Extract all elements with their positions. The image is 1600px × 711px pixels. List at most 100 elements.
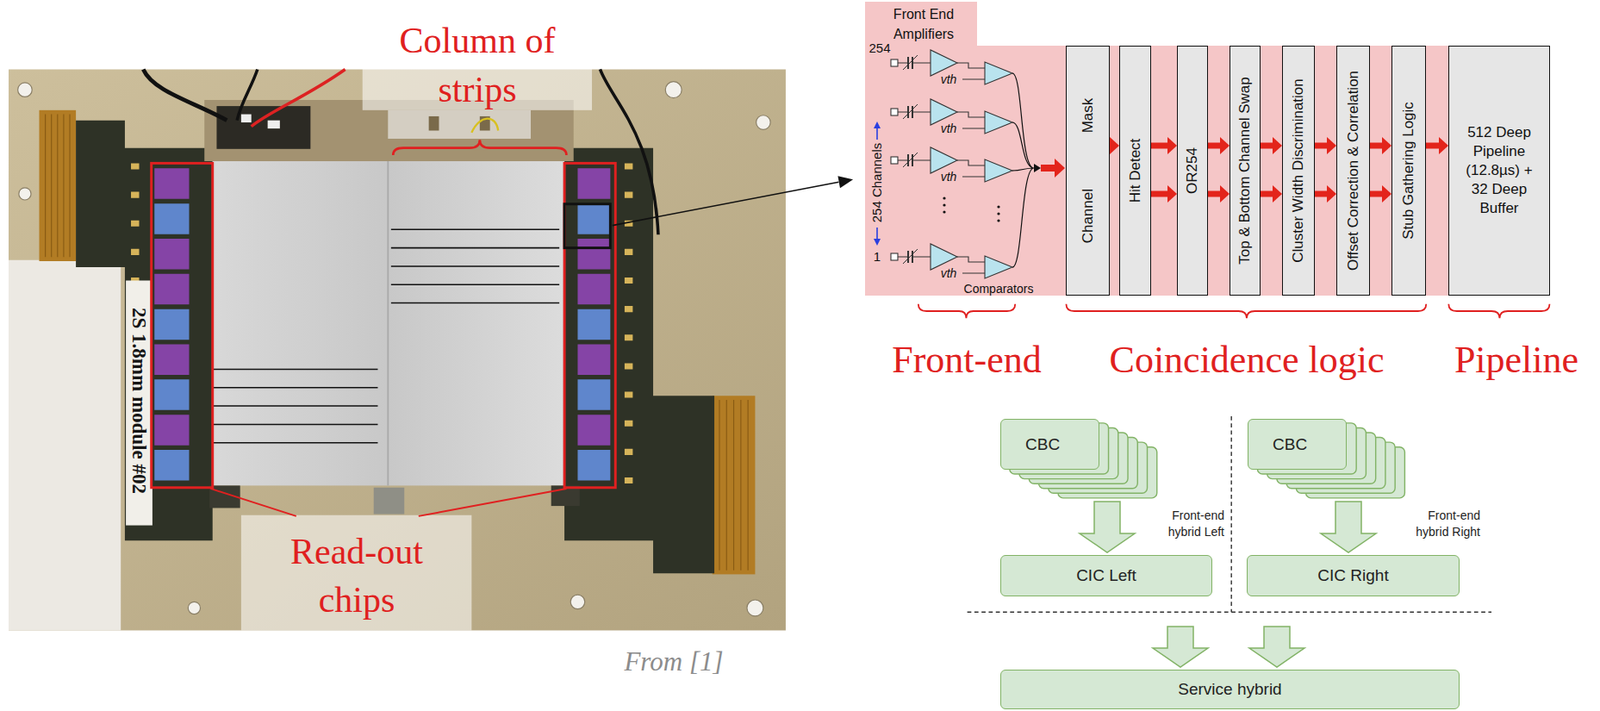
screw-hole bbox=[18, 82, 33, 98]
callout-label-text: Read-out chips bbox=[290, 531, 424, 620]
arrow-shaft bbox=[1151, 191, 1169, 198]
logic-block: Top & Bottom Channel Swap bbox=[1229, 45, 1261, 296]
chip-card: CBC bbox=[1000, 418, 1100, 470]
block-text: Channel Mask bbox=[1079, 98, 1096, 244]
module-sticker bbox=[125, 280, 153, 526]
top-bridge-strip bbox=[387, 110, 531, 139]
flex-cable bbox=[39, 110, 77, 262]
signal-arrow bbox=[1207, 185, 1230, 203]
callout-label: Column of strips bbox=[382, 16, 573, 115]
input-pad bbox=[890, 156, 898, 164]
threshold-label: vth bbox=[940, 266, 958, 281]
block-text: Top & Bottom Channel Swap bbox=[1236, 76, 1253, 264]
service-box: Service hybrid bbox=[1000, 669, 1460, 710]
logic-block: Cluster Width Discrimination bbox=[1282, 45, 1315, 296]
arrow-shaft bbox=[1260, 191, 1274, 198]
module-sticker-text-text: 2S 1.8mm module #02 bbox=[128, 307, 150, 494]
concentrator-box: CIC Right bbox=[1246, 554, 1460, 597]
strip-lines bbox=[212, 229, 560, 443]
signal-arrow bbox=[1151, 136, 1177, 155]
input-lead bbox=[897, 62, 931, 257]
flex-cable bbox=[712, 395, 756, 574]
source-note-text: From [1] bbox=[623, 646, 723, 677]
arrow-shaft bbox=[1260, 143, 1274, 150]
arrow-head bbox=[1438, 136, 1449, 155]
arrow-shaft bbox=[1151, 143, 1169, 150]
chip-highlight bbox=[151, 162, 213, 487]
logic-block: Channel Mask bbox=[1065, 45, 1110, 296]
block-arrow-shape bbox=[1320, 501, 1376, 553]
box-text: CBC bbox=[1272, 434, 1308, 455]
region-fill bbox=[865, 1, 1449, 296]
block-arrow bbox=[1152, 626, 1208, 667]
threshold-label: vth bbox=[940, 169, 958, 185]
block-arrow bbox=[1249, 626, 1305, 667]
block-label: Hit Detect bbox=[1126, 138, 1145, 204]
flex-cable-traces bbox=[719, 399, 748, 571]
arrow-head bbox=[1326, 185, 1337, 203]
component bbox=[429, 116, 440, 131]
label-backdrop bbox=[241, 515, 473, 631]
arrow-head bbox=[1109, 136, 1120, 155]
section-label-text: Front-end bbox=[891, 338, 1042, 381]
block-text: Hit Detect bbox=[1126, 138, 1144, 204]
arrow-shaft bbox=[1207, 191, 1221, 198]
block-label: OR254 bbox=[1183, 147, 1202, 194]
block-label: Channel Mask bbox=[1079, 98, 1097, 244]
input-pad bbox=[890, 59, 898, 67]
label-backdrop bbox=[362, 14, 592, 111]
callout-label: Read-out chips bbox=[270, 527, 443, 624]
top-bridge-board bbox=[216, 105, 311, 150]
arrow-head bbox=[1220, 185, 1230, 203]
section-label: Coincidence logic bbox=[1109, 336, 1385, 383]
section-bracket bbox=[1065, 304, 1426, 319]
signal-arrow bbox=[1260, 136, 1283, 155]
range-arrow-head bbox=[873, 121, 881, 129]
comparator-symbol bbox=[984, 62, 1013, 85]
screw-hole bbox=[747, 599, 764, 617]
threshold-label: vth bbox=[940, 121, 958, 137]
section-label-text: Coincidence logic bbox=[1109, 338, 1385, 381]
silicon-sensor bbox=[212, 161, 565, 486]
arrow-shaft bbox=[1314, 143, 1328, 150]
zoom-pointer-head bbox=[837, 175, 853, 188]
arrow-head bbox=[1220, 136, 1230, 155]
block-text: Stub Gathering Logic bbox=[1400, 101, 1417, 240]
logic-block: Hit Detect bbox=[1119, 45, 1152, 296]
hybrid-label: Front-end hybrid Right bbox=[1402, 507, 1481, 541]
module-sticker-text: 2S 1.8mm module #02 bbox=[126, 307, 151, 494]
signal-arrow bbox=[1109, 136, 1120, 155]
front-end-region: Front End AmplifiersChannel Mask Hit Dete… bbox=[865, 1, 1449, 296]
signal-arrow bbox=[1369, 185, 1392, 203]
comparator-symbol bbox=[984, 111, 1013, 134]
arrow-shaft bbox=[1207, 143, 1221, 150]
block-label: Top & Bottom Channel Swap bbox=[1236, 76, 1254, 264]
section-label-text: Pipeline bbox=[1454, 338, 1579, 381]
screw-hole bbox=[187, 601, 200, 614]
arrow-head bbox=[1167, 136, 1177, 155]
logic-block: Offset Correction & Correlation bbox=[1336, 45, 1370, 296]
logic-block: Stub Gathering Logic bbox=[1391, 45, 1426, 296]
signal-arrow bbox=[1314, 185, 1337, 203]
region-heading: Front End Amplifiers bbox=[877, 4, 971, 44]
block-label: Cluster Width Discrimination bbox=[1289, 78, 1308, 263]
concentrator-box: CIC Left bbox=[1000, 554, 1213, 597]
channel-number-text: 254 bbox=[868, 40, 891, 56]
module-plate bbox=[8, 68, 786, 630]
flex-cable-traces bbox=[45, 114, 70, 258]
data-arrow bbox=[1040, 164, 1056, 172]
arrow-shaft bbox=[1369, 191, 1383, 198]
ellipsis-dot bbox=[942, 196, 946, 200]
component bbox=[267, 120, 281, 129]
block-text: Cluster Width Discrimination bbox=[1289, 78, 1307, 263]
strip-brace bbox=[392, 139, 567, 156]
cable bbox=[471, 118, 499, 133]
comparator-symbol bbox=[984, 159, 1013, 182]
arrow-head bbox=[1382, 136, 1392, 155]
block-text: 512 Deep Pipeline (12.8µs) + 32 Deep Buf… bbox=[1465, 124, 1532, 217]
arrow-shaft bbox=[1314, 191, 1328, 198]
signal-arrow bbox=[1369, 136, 1392, 155]
block-label: Stub Gathering Logic bbox=[1400, 101, 1418, 240]
arrow-shaft bbox=[1369, 143, 1383, 150]
component bbox=[241, 114, 252, 123]
